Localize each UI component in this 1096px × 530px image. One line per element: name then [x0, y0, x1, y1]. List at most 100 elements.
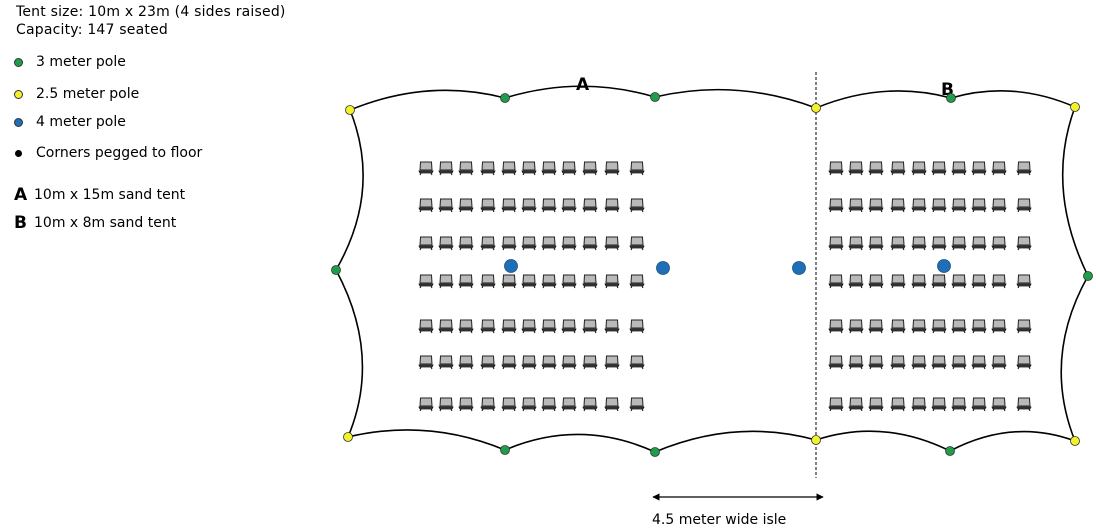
chair-a [541, 397, 557, 412]
blue-pole [937, 259, 951, 273]
chair-b [890, 355, 906, 370]
chair-b [868, 397, 884, 412]
chair-a [629, 274, 645, 289]
chair-b [991, 161, 1007, 176]
chair-a [501, 198, 517, 213]
chair-b [991, 319, 1007, 334]
chair-b [868, 198, 884, 213]
chair-a [501, 236, 517, 251]
chair-a [458, 319, 474, 334]
chair-b [890, 161, 906, 176]
chair-b [848, 198, 864, 213]
chair-a [604, 198, 620, 213]
chair-b [911, 355, 927, 370]
chair-a [541, 161, 557, 176]
chair-b [1016, 355, 1032, 370]
chair-a [418, 397, 434, 412]
chair-a [521, 198, 537, 213]
chair-a [501, 161, 517, 176]
green-pole [650, 92, 660, 102]
chair-a [541, 236, 557, 251]
chair-b [991, 236, 1007, 251]
legend-corners-label: Corners pegged to floor [36, 145, 203, 161]
chair-a [629, 397, 645, 412]
chair-b [1016, 236, 1032, 251]
chair-b [890, 236, 906, 251]
legend-tent-a-key: A [14, 185, 28, 205]
chair-a [438, 198, 454, 213]
chair-b [991, 355, 1007, 370]
legend-tent-a-desc: 10m x 15m sand tent [34, 187, 186, 203]
chair-b [951, 319, 967, 334]
chair-a [418, 236, 434, 251]
chair-a [629, 319, 645, 334]
legend-tent-b-desc: 10m x 8m sand tent [34, 215, 177, 231]
chair-b [848, 274, 864, 289]
chair-b [1016, 319, 1032, 334]
green-pole [1083, 271, 1093, 281]
chair-a [521, 236, 537, 251]
yellow-pole [1070, 102, 1080, 112]
chair-b [828, 161, 844, 176]
chair-b [951, 161, 967, 176]
chair-b [911, 161, 927, 176]
chair-b [951, 198, 967, 213]
chair-a [629, 355, 645, 370]
chair-a [458, 397, 474, 412]
chair-b [971, 161, 987, 176]
chair-b [890, 319, 906, 334]
chair-a [541, 274, 557, 289]
chair-a [418, 161, 434, 176]
chair-b [828, 198, 844, 213]
chair-a [438, 161, 454, 176]
chair-b [828, 397, 844, 412]
chair-b [931, 355, 947, 370]
chair-b [931, 236, 947, 251]
chair-b [971, 236, 987, 251]
legend-25m-pole-label: 2.5 meter pole [36, 86, 140, 102]
chair-b [1016, 274, 1032, 289]
chair-a [480, 236, 496, 251]
tent-outline [335, 85, 1089, 453]
chair-a [521, 319, 537, 334]
chair-b [911, 319, 927, 334]
chair-a [582, 198, 598, 213]
chair-a [438, 236, 454, 251]
chair-a [480, 198, 496, 213]
yellow-pole-icon [14, 89, 23, 99]
chair-a [418, 198, 434, 213]
green-pole [331, 265, 341, 275]
yellow-pole [343, 432, 353, 442]
chair-b [828, 274, 844, 289]
legend-tent-b-key: B [14, 213, 27, 233]
chair-b [868, 161, 884, 176]
chair-b [971, 319, 987, 334]
chair-b [868, 236, 884, 251]
chair-a [480, 161, 496, 176]
chair-b [828, 355, 844, 370]
chair-a [629, 236, 645, 251]
chair-b [911, 198, 927, 213]
chair-b [828, 319, 844, 334]
blue-pole [792, 261, 806, 275]
chair-a [629, 198, 645, 213]
chair-a [458, 355, 474, 370]
chair-a [561, 397, 577, 412]
blue-pole-icon [14, 117, 23, 127]
legend-corners: Corners pegged to floor [14, 145, 202, 161]
chair-a [521, 161, 537, 176]
chair-b [931, 319, 947, 334]
chair-a [604, 274, 620, 289]
chair-a [604, 161, 620, 176]
corner-peg-icon [15, 149, 22, 157]
chair-a [604, 397, 620, 412]
chair-b [991, 397, 1007, 412]
chair-a [561, 161, 577, 176]
chair-a [458, 274, 474, 289]
chair-a [604, 236, 620, 251]
chair-a [582, 236, 598, 251]
chair-a [541, 198, 557, 213]
legend-3m-pole-label: 3 meter pole [36, 54, 126, 70]
chair-b [931, 198, 947, 213]
